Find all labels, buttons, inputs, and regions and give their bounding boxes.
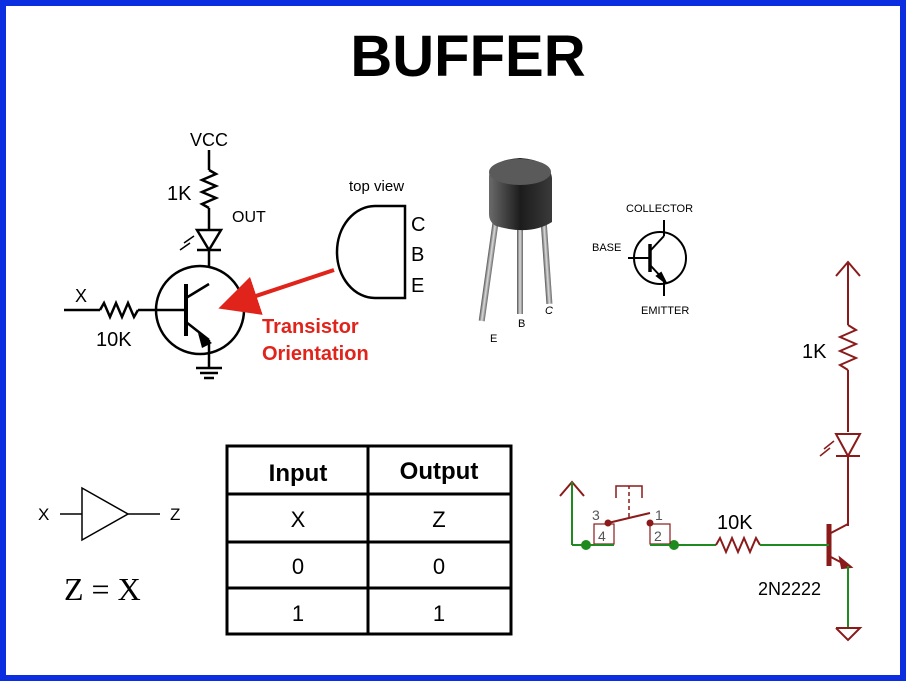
right-led [819,433,862,459]
header-input: Input [269,460,328,487]
right-collector-resistor [837,324,859,371]
gate-output-label: Z [170,505,180,524]
ground-symbol [196,366,222,380]
right-r10k-label: 10K [717,512,753,534]
cell-r1-input: X [291,507,306,532]
pushbutton-switch [593,485,674,546]
npn-symbol [628,220,687,296]
cell-r3-input: 1 [292,601,304,626]
page-title: BUFFER [350,24,585,89]
collector-resistor [198,168,220,210]
transistor-part-label: 2N2222 [758,579,821,599]
input-x-label: X [75,286,87,306]
base-resistor [98,299,140,321]
pin-b-label: B [411,244,424,266]
top-view-label: top view [349,178,404,195]
cell-r3-output: 1 [433,601,445,626]
buffer-gate-symbol [60,486,160,542]
right-r1k-label: 1K [802,341,827,363]
left-schematic [64,150,246,380]
switch-pin-1: 1 [655,507,663,523]
gate-input-label: X [38,505,49,524]
to92-package [478,158,553,322]
emitter-label: EMITTER [641,305,689,317]
leg-b-label: B [518,318,525,330]
r10k-label: 10K [96,329,132,351]
callout-line1: Transistor [262,316,359,338]
pinout-outline [335,204,407,300]
base-label: BASE [592,242,621,254]
cell-r2-output: 0 [433,554,445,579]
r1k-label: 1K [167,183,192,205]
switch-pin-2: 2 [654,528,662,544]
led-symbol [179,228,224,253]
switch-pin-4: 4 [598,528,606,544]
equation: Z = X [64,571,141,607]
pin-c-label: C [411,214,425,236]
cell-r2-input: 0 [292,554,304,579]
vcc-label: VCC [190,130,228,150]
collector-label: COLLECTOR [626,203,693,215]
out-label: OUT [232,209,266,226]
switch-pin-3: 3 [592,507,600,523]
orientation-arrow [218,268,335,315]
truth-table [225,444,513,636]
leg-c-label: C [545,305,553,317]
right-schematic [559,260,863,642]
right-base-resistor [715,535,761,555]
callout-line2: Orientation [262,343,369,365]
header-output: Output [400,458,479,485]
cell-r1-output: Z [432,507,445,532]
leg-e-label: E [490,333,497,345]
pin-e-label: E [411,275,424,297]
